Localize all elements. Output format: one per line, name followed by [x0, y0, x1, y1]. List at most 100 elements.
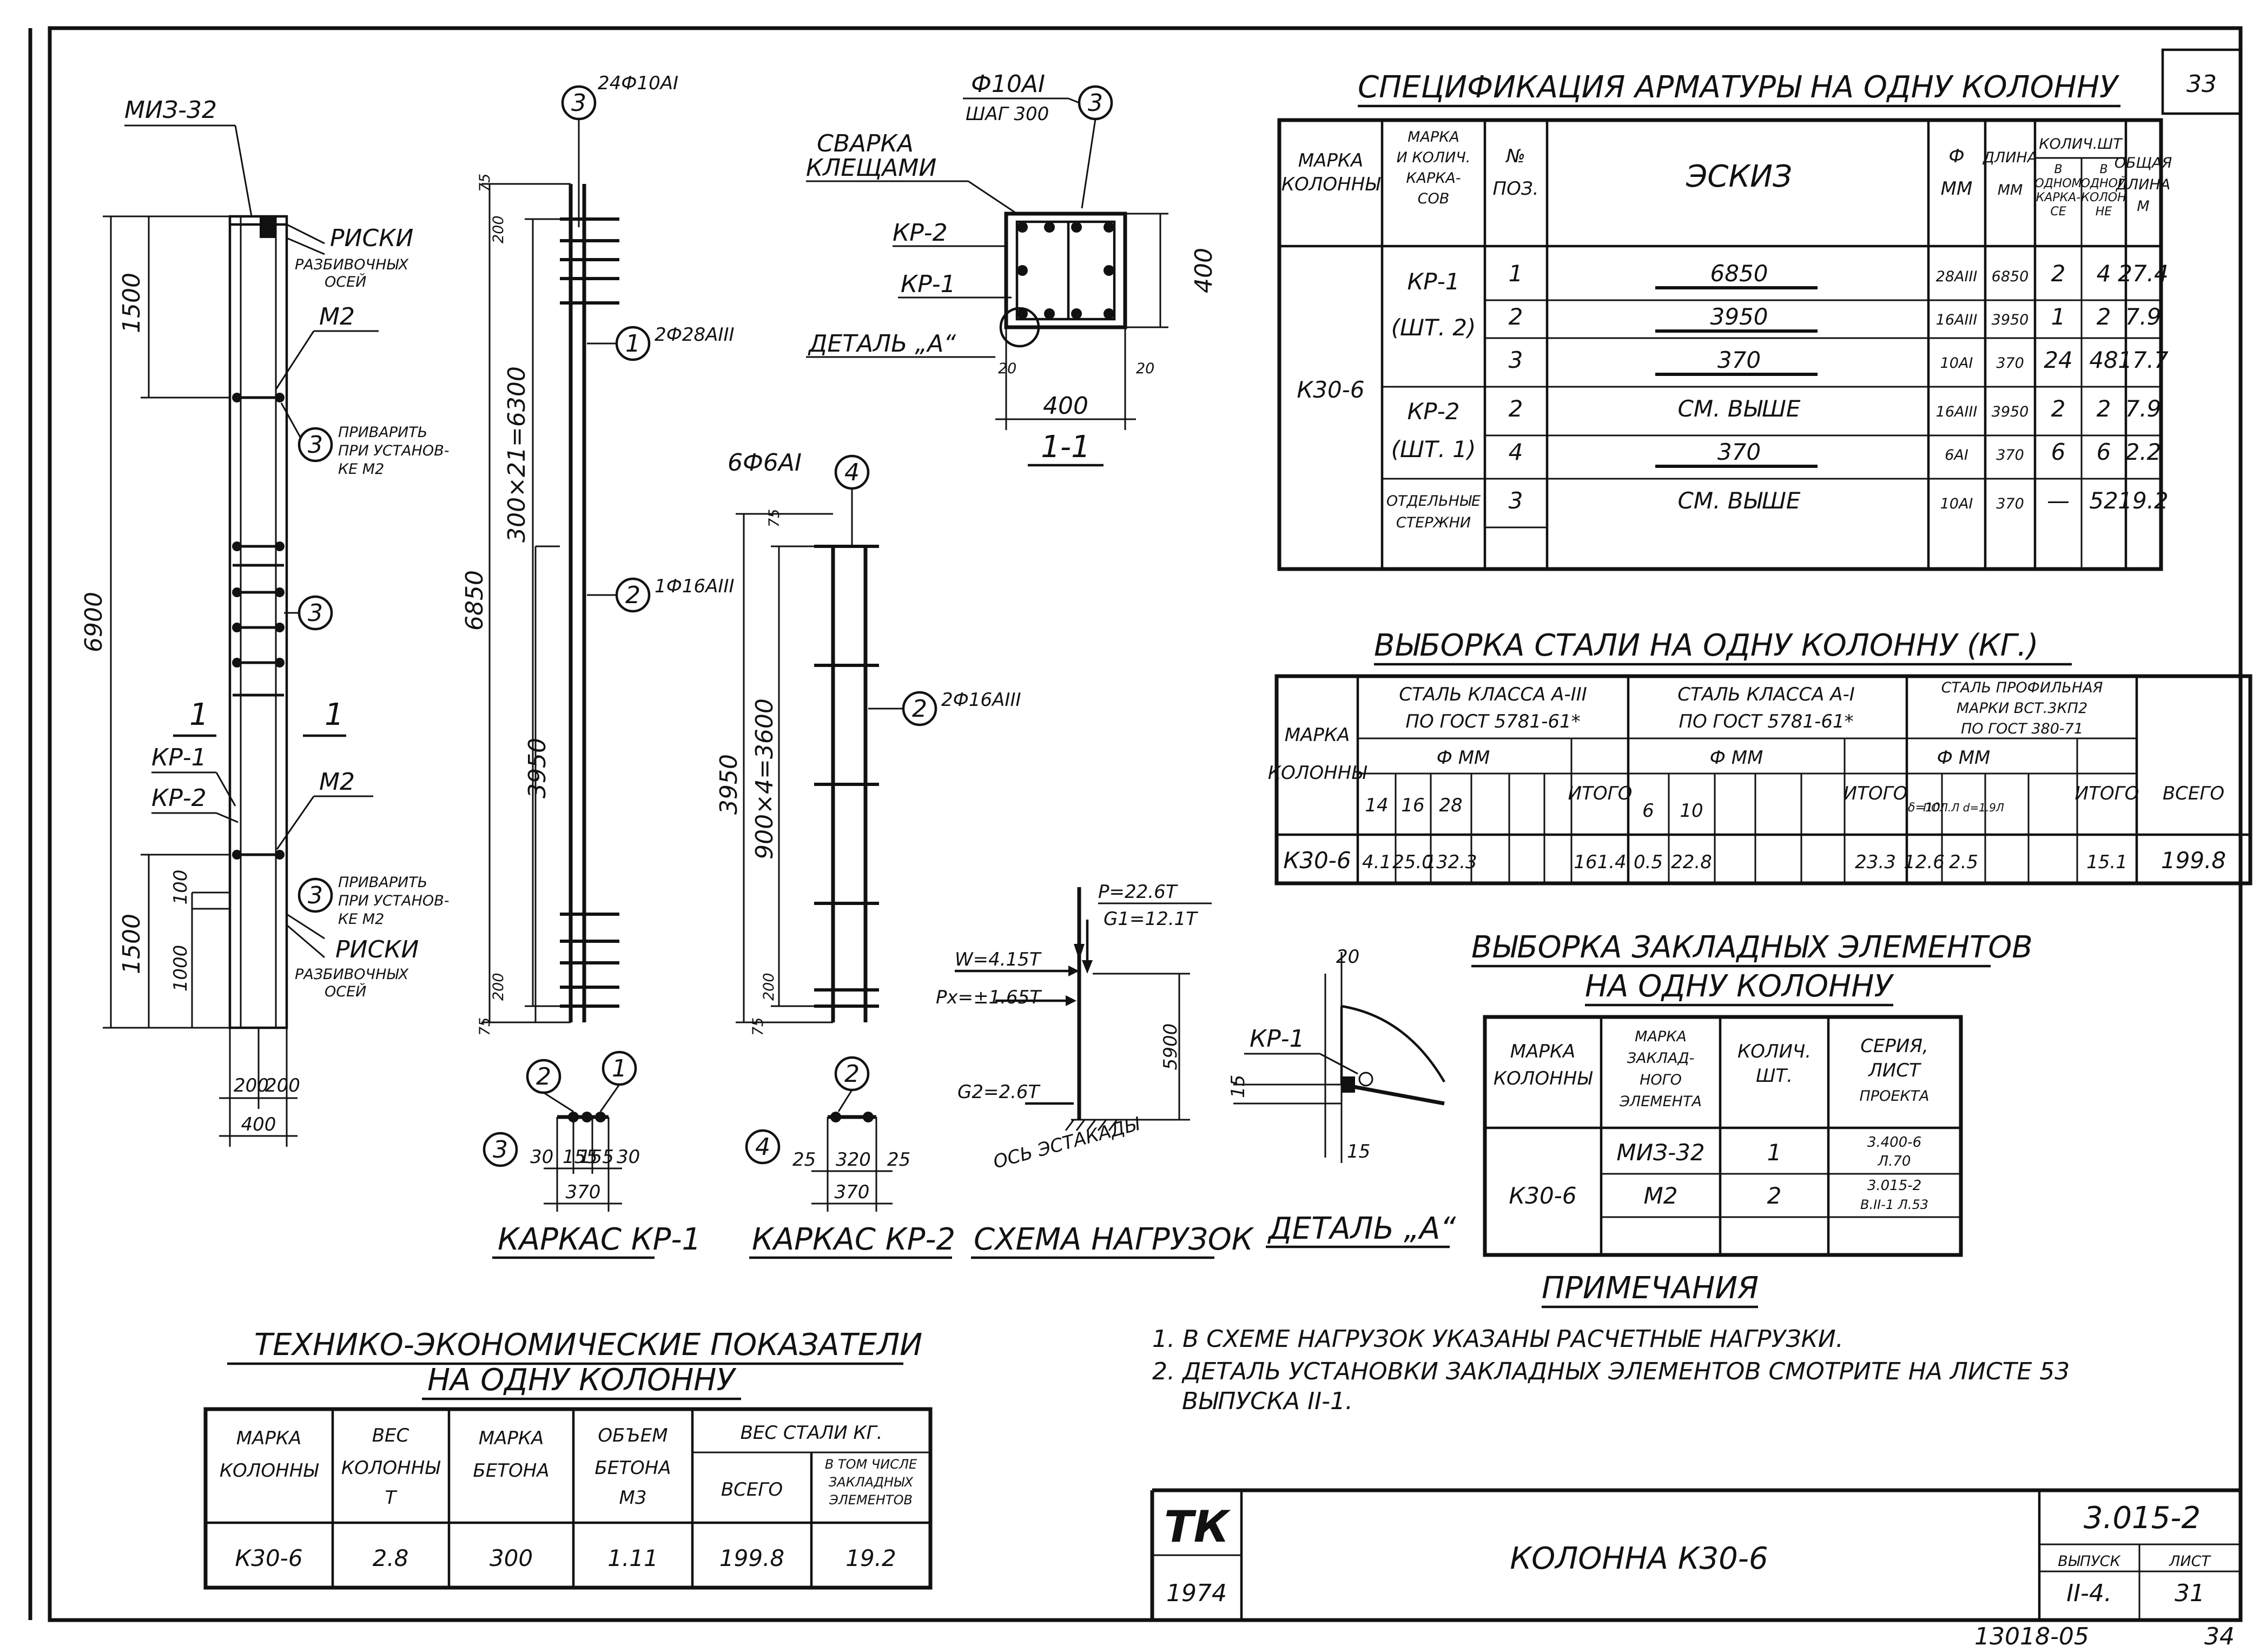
svg-text:ОБЪЕМ: ОБЪЕМ	[598, 1425, 668, 1446]
svg-text:ОТДЕЛЬНЫЕ: ОТДЕЛЬНЫЕ	[1386, 493, 1481, 510]
svg-text:СТАЛЬ КЛАССА А-III: СТАЛЬ КЛАССА А-III	[1399, 684, 1587, 705]
svg-text:24Ф10АI: 24Ф10АI	[598, 72, 678, 94]
svg-text:Px=±1.65Т: Px=±1.65Т	[936, 987, 1042, 1008]
svg-text:РИСКИ: РИСКИ	[335, 936, 419, 963]
spec-cell-sketch: 370	[1717, 439, 1761, 465]
load-scheme: P=22.6Т G1=12.1Т W=4.15Т Px=±1.65Т G2=2.…	[936, 881, 1254, 1259]
steel-table: ВЫБОРКА СТАЛИ НА ОДНУ КОЛОННУ (КГ.) МАРК…	[1268, 628, 2252, 886]
svg-text:ММ: ММ	[1998, 182, 2023, 199]
svg-text:ВЫПУСК: ВЫПУСК	[2058, 1553, 2121, 1570]
svg-text:16: 16	[1401, 795, 1424, 816]
svg-text:4.1: 4.1	[1362, 851, 1391, 873]
svg-text:МАРКИ ВСТ.3КП2: МАРКИ ВСТ.3КП2	[1957, 700, 2087, 717]
svg-text:1: 1	[612, 1055, 627, 1082]
column-elevation: МИЗ-32 РИСКИ РАЗБИВ	[80, 96, 449, 1147]
svg-text:2: 2	[844, 1060, 860, 1088]
svg-text:ЗАКЛАД-: ЗАКЛАД-	[1627, 1050, 1695, 1067]
svg-text:ИТОГО: ИТОГО	[2075, 783, 2139, 804]
svg-text:320: 320	[836, 1149, 871, 1171]
svg-text:ТЕХНИКО-ЭКОНОМИЧЕСКИЕ ПОКАЗАТЕ: ТЕХНИКО-ЭКОНОМИЧЕСКИЕ ПОКАЗАТЕЛИ	[254, 1327, 922, 1363]
svg-text:РИСКИ: РИСКИ	[330, 224, 413, 252]
svg-text:3.015-2: 3.015-2	[1867, 1178, 1921, 1194]
svg-text:КОЛОННЫ: КОЛОННЫ	[1281, 174, 1381, 195]
svg-text:1000: 1000	[170, 945, 191, 992]
svg-text:КР-1: КР-1	[901, 270, 956, 298]
section-1-1: Ф10АI ШАГ 300 3 СВАРКА КЛЕЩАМИ КР-2 КР-1…	[806, 70, 1218, 467]
svg-text:МИЗ-32: МИЗ-32	[1616, 1139, 1704, 1166]
svg-text:(ШТ. 1): (ШТ. 1)	[1391, 436, 1476, 462]
svg-text:3950: 3950	[524, 738, 551, 798]
svg-text:КАРКА-: КАРКА-	[2036, 191, 2081, 204]
svg-text:ИТОГО: ИТОГО	[1844, 783, 1908, 804]
spec-cell-total: 27.4	[2118, 260, 2169, 287]
svg-text:ШТ.: ШТ.	[1756, 1065, 1793, 1087]
svg-text:300: 300	[490, 1545, 533, 1571]
spec-cell-sketch: 6850	[1710, 260, 1768, 287]
spec-cell-sketch: СМ. ВЫШЕ	[1678, 487, 1801, 514]
svg-text:199.8: 199.8	[719, 1545, 784, 1571]
svg-text:75: 75	[750, 1017, 767, 1036]
svg-text:Ф ММ: Ф ММ	[1710, 747, 1763, 769]
stamp-series: 3.015-2	[2084, 1501, 2201, 1536]
svg-text:СХЕМА НАГРУЗОК: СХЕМА НАГРУЗОК	[974, 1222, 1254, 1257]
svg-text:М: М	[2137, 198, 2149, 215]
svg-text:НА ОДНУ КОЛОННУ: НА ОДНУ КОЛОННУ	[1585, 969, 1894, 1004]
svg-text:КР-1: КР-1	[1250, 1025, 1305, 1053]
svg-text:2. ДЕТАЛЬ УСТАНОВКИ ЗАКЛАДНЫХ: 2. ДЕТАЛЬ УСТАНОВКИ ЗАКЛАДНЫХ ЭЛЕМЕНТОВ …	[1152, 1358, 2070, 1385]
svg-text:75: 75	[766, 509, 783, 527]
spec-cell-diam: 28AIII	[1936, 268, 1978, 285]
frame-kr1: 3 24Ф10АI 1 2Ф28АIII 2 1Ф16АIII	[461, 72, 735, 1259]
spec-cell-pos: 3	[1509, 487, 1523, 514]
svg-text:СТЕРЖНИ: СТЕРЖНИ	[1396, 514, 1471, 531]
svg-text:ЗАКЛАДНЫХ: ЗАКЛАДНЫХ	[829, 1475, 914, 1490]
svg-text:3: 3	[308, 882, 323, 909]
spec-cell-diam: 10AI	[1940, 355, 1973, 372]
svg-text:6: 6	[1642, 800, 1654, 822]
svg-text:МАРКА: МАРКА	[1510, 1041, 1576, 1062]
embedded-table: ВЫБОРКА ЗАКЛАДНЫХ ЭЛЕМЕНТОВ НА ОДНУ КОЛО…	[1471, 930, 2033, 1257]
svg-text:4: 4	[755, 1133, 770, 1161]
svg-text:6900: 6900	[80, 592, 108, 652]
svg-text:МАРКА: МАРКА	[1298, 150, 1364, 171]
spec-cell-len: 370	[1996, 495, 2024, 512]
svg-text:М2: М2	[319, 768, 355, 796]
spec-cell-total: 7.9	[2125, 303, 2162, 330]
svg-text:ДЛИНА: ДЛИНА	[1983, 149, 2037, 166]
svg-text:G2=2.6Т: G2=2.6Т	[957, 1081, 1041, 1103]
svg-text:2.5: 2.5	[1949, 851, 1978, 873]
svg-text:400: 400	[1190, 248, 1218, 293]
svg-text:1: 1	[189, 697, 209, 732]
spec-cell-diam: 16AIII	[1936, 312, 1978, 328]
svg-text:1500: 1500	[118, 914, 146, 974]
stamp-logo: ТК	[1164, 1502, 1231, 1552]
svg-text:ПО ГОСТ 380-71: ПО ГОСТ 380-71	[1961, 721, 2083, 737]
svg-text:СЕ: СЕ	[2050, 205, 2066, 219]
sheet-number-box	[2161, 48, 2242, 115]
title-block: ТК 1974 КОЛОННА К30-6 3.015-2 ВЫПУСК ЛИС…	[1150, 1488, 2241, 1620]
svg-text:КОЛИЧ.: КОЛИЧ.	[1737, 1041, 1811, 1062]
svg-text:2Ф28АIII: 2Ф28АIII	[655, 324, 735, 346]
spec-cell-qb: 4	[2097, 260, 2111, 287]
svg-text:200: 200	[265, 1075, 300, 1096]
spec-cell-sketch: 3950	[1710, 303, 1768, 330]
svg-text:МАРКА: МАРКА	[1635, 1028, 1687, 1045]
svg-text:ОСЕЙ: ОСЕЙ	[325, 273, 366, 290]
svg-text:ОБЩАЯ: ОБЩАЯ	[2115, 155, 2172, 171]
svg-text:РАЗБИВОЧНЫХ: РАЗБИВОЧНЫХ	[295, 966, 408, 983]
svg-text:МАРКА: МАРКА	[479, 1428, 544, 1449]
svg-text:2: 2	[1767, 1182, 1782, 1209]
spec-cell-pos: 2	[1509, 395, 1523, 422]
svg-text:30: 30	[617, 1146, 640, 1168]
spec-cell-len: 6850	[1992, 268, 2029, 285]
spec-cell-len: 3950	[1992, 312, 2029, 328]
svg-text:W=4.15Т: W=4.15Т	[955, 949, 1042, 970]
svg-text:НОГО: НОГО	[1640, 1072, 1682, 1088]
svg-text:3: 3	[308, 431, 323, 459]
svg-text:КР-2: КР-2	[151, 784, 207, 812]
spec-cell-pos: 4	[1509, 439, 1523, 465]
svg-text:К30-6: К30-6	[1283, 847, 1351, 874]
svg-text:ПРИВАРИТЬ: ПРИВАРИТЬ	[338, 874, 427, 891]
svg-text:КР-2: КР-2	[1407, 398, 1459, 425]
svg-text:КЕ М2: КЕ М2	[338, 461, 384, 478]
svg-text:НЕ: НЕ	[2096, 205, 2112, 219]
